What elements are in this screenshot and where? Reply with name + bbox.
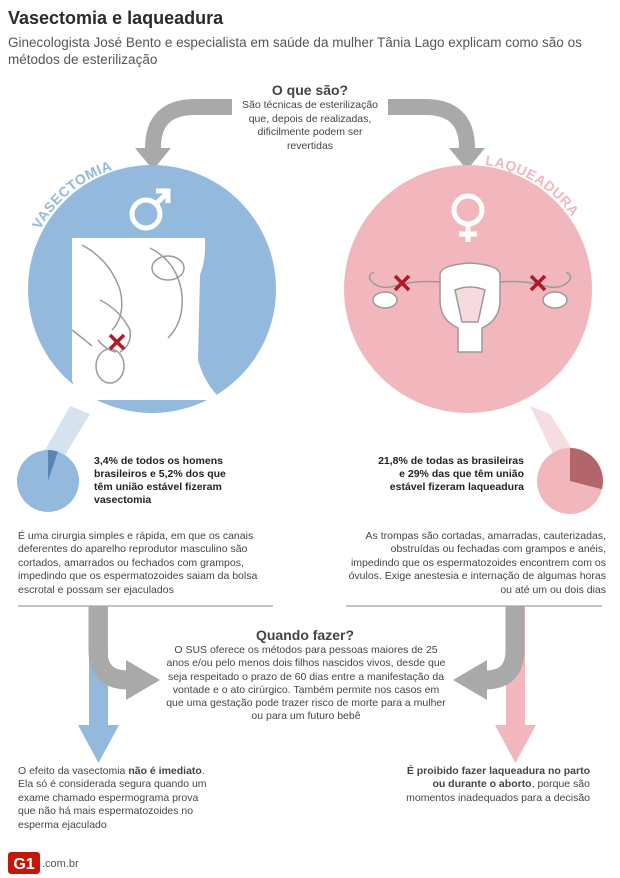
vasectomy-description: É uma cirurgia simples e rápida, em que … xyxy=(18,530,258,596)
what-heading: O que são? xyxy=(271,82,349,98)
uterus-illustration xyxy=(368,262,572,353)
vasectomy-cut-mark-icon xyxy=(108,333,126,351)
page-title: Vasectomia e laqueadura xyxy=(8,8,224,28)
when-heading: Quando fazer? xyxy=(255,627,354,643)
top-left-curved-arrow xyxy=(135,99,232,170)
tubal-note-emphasis: É proibido fazer laqueadura no parto ou … xyxy=(406,765,590,791)
when-text: O SUS oferece os métodos para pessoas ma… xyxy=(166,644,446,723)
tubal-pie-chart xyxy=(537,448,604,514)
vasectomy-note-rest: . Ela só é considerada segura quando um … xyxy=(18,765,207,831)
right-elbow-arrow xyxy=(453,606,525,700)
vasectomy-pie-chart xyxy=(17,450,79,512)
what-text: São técnicas de esterilização que, depoi… xyxy=(242,99,378,152)
tubal-stat-text: 21,8% de todas as brasileiras e 29% das … xyxy=(378,455,524,493)
vasectomy-note-emphasis: não é imediato xyxy=(128,765,202,777)
vasectomy-note: O efeito da vasectomia não é imediato. E… xyxy=(18,765,218,832)
top-right-curved-arrow xyxy=(388,99,485,170)
tubal-note: É proibido fazer laqueadura no parto ou … xyxy=(404,765,590,805)
page-subtitle: Ginecologista José Bento e especialista … xyxy=(8,35,582,67)
vasectomy-note-prefix: O efeito da vasectomia xyxy=(18,765,129,777)
left-elbow-arrow xyxy=(88,606,160,700)
tubal-note-rest: , porque são momentos inadequados para a… xyxy=(406,778,590,804)
vasectomy-pie-slice xyxy=(48,450,58,481)
svg-text:G1: G1 xyxy=(13,856,34,873)
female-symbol-icon xyxy=(451,193,485,242)
vasectomy-connector xyxy=(44,406,90,460)
male-anatomy-illustration xyxy=(71,238,222,400)
male-symbol-icon xyxy=(129,188,171,231)
left-tube-cut-mark-icon xyxy=(393,274,411,292)
tubal-description: As trompas são cortadas, amarradas, caut… xyxy=(348,530,606,596)
tubal-connector xyxy=(530,406,574,460)
footer-domain: .com.br xyxy=(42,858,79,870)
vasectomy-stat-text: 3,4% de todos os homens brasileiros e 5,… xyxy=(94,455,226,506)
g1-logo: G1 xyxy=(8,852,40,874)
right-tube-cut-mark-icon xyxy=(529,274,547,292)
tubal-pie-slice xyxy=(570,448,604,490)
